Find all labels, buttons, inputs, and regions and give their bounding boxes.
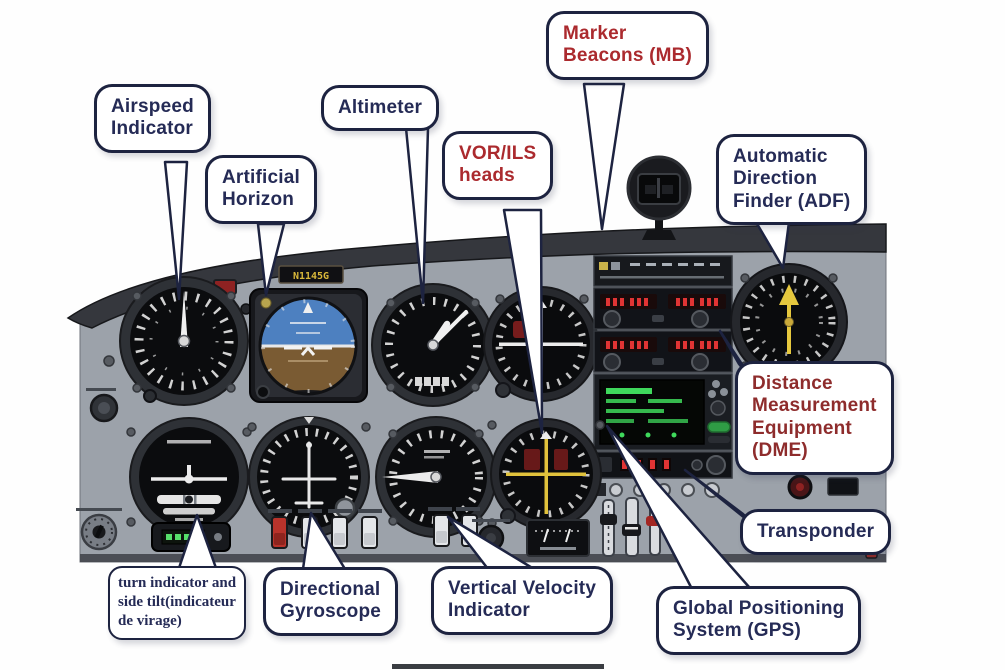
callout-label: Airspeed Indicator xyxy=(111,96,194,140)
pull-knob xyxy=(86,388,157,423)
altimeter-gauge xyxy=(371,283,495,407)
callout-automatic-direction-finder: Automatic Direction Finder (ADF) xyxy=(716,134,868,226)
avionics-radio-stack xyxy=(593,255,733,498)
callout-label: Distance Measurement Equipment (DME) xyxy=(752,373,877,462)
callout-label: Marker Beacons (MB) xyxy=(563,23,693,67)
registration-placard-text: N1145G xyxy=(293,271,329,282)
airspeed-indicator-gauge xyxy=(119,276,249,406)
callout-altimeter: Altimeter xyxy=(321,85,440,132)
callout-directional-gyroscope: Directional Gyroscope xyxy=(263,567,399,636)
callout-label: Artificial Horizon xyxy=(222,167,301,211)
callout-marker-beacons: Marker Beacons (MB) xyxy=(546,11,710,80)
adf-indicator-gauge xyxy=(730,263,848,381)
callout-vertical-velocity-indicator: Vertical Velocity Indicator xyxy=(431,566,614,635)
pointer-marker-beacons xyxy=(582,82,626,231)
callout-turn-indicator: turn indicator and side tilt(indicateur … xyxy=(108,566,247,640)
callout-label: Vertical Velocity Indicator xyxy=(448,578,597,622)
callout-distance-measurement-equipment: Distance Measurement Equipment (DME) xyxy=(735,361,894,475)
callout-transponder: Transponder xyxy=(740,509,892,556)
callout-label: Global Positioning System (GPS) xyxy=(673,598,845,642)
callout-airspeed-indicator: Airspeed Indicator xyxy=(94,84,211,153)
nav-com-radio-1 xyxy=(593,287,733,330)
callout-pointers xyxy=(163,82,791,591)
callout-vor-ils-heads: VOR/ILS heads xyxy=(442,131,554,200)
registration-placard xyxy=(278,265,344,284)
audio-panel-marker-beacons xyxy=(593,255,733,287)
pointer-airspeed xyxy=(163,160,189,301)
callout-global-positioning-system: Global Positioning System (GPS) xyxy=(656,586,862,655)
magnetic-compass xyxy=(626,155,692,240)
callout-label: VOR/ILS heads xyxy=(459,143,537,187)
nav-com-radio-2 xyxy=(593,330,733,373)
callout-label: Directional Gyroscope xyxy=(280,579,382,623)
battery-switch xyxy=(271,516,288,549)
artificial-horizon-gauge: N1145G xyxy=(249,265,368,403)
vor-ils-head-2-gauge xyxy=(487,418,605,530)
callout-artificial-horizon: Artificial Horizon xyxy=(205,155,318,224)
turn-coordinator-gauge xyxy=(126,417,252,537)
callout-label: Altimeter xyxy=(338,97,423,118)
callout-label: turn indicator and side tilt(indicateur … xyxy=(118,575,237,630)
callout-label: Transponder xyxy=(757,521,875,542)
callout-label: Automatic Direction Finder (ADF) xyxy=(733,146,851,212)
ignition-switch xyxy=(76,508,122,551)
gps-unit xyxy=(593,373,733,451)
pointer-vor-ils xyxy=(502,208,544,435)
fuel-gauge-cluster xyxy=(526,519,590,557)
pointer-artificial-horizon xyxy=(256,222,286,297)
transponder-unit xyxy=(593,451,733,479)
